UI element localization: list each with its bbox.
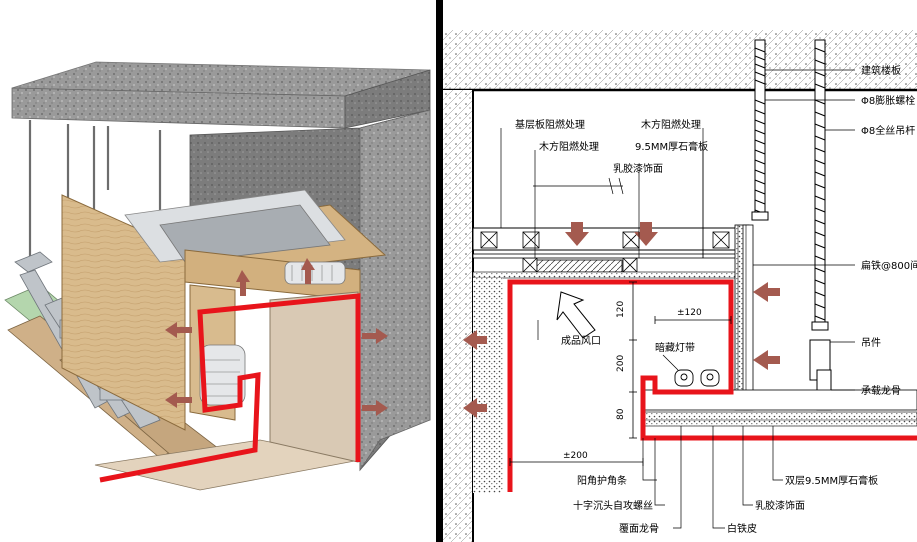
label-latex-paint-bottom: 乳胶漆饰面 [755, 499, 805, 512]
label-wood-fire-2: 木方阻燃处理 [641, 118, 701, 131]
label-expansion-bolt: Φ8膨胀螺栓 [861, 94, 915, 107]
pressure-arrows [463, 222, 780, 418]
base-board-layer [472, 253, 744, 259]
dim-pm120: ±120 [677, 308, 702, 318]
label-corner-strip: 阳角护角条 [577, 474, 627, 487]
label-building-slab: 建筑楼板 [861, 64, 901, 77]
air-outlet-arrow [556, 291, 596, 339]
concrete-wall-face [359, 109, 431, 472]
dotted-gypsum-top [472, 271, 744, 279]
bottom-gypsum-layer [642, 411, 917, 427]
slab-section [443, 30, 917, 90]
label-threaded-rod: Φ8全丝吊杆 [861, 124, 915, 137]
label-hanger: 吊件 [861, 337, 881, 349]
section-view: 基层板阻燃处理 木方阻燃处理 木方阻燃处理 9.5MM厚石膏板 乳胶漆饰面 成品… [443, 30, 917, 542]
threaded-rods [751, 39, 829, 331]
dim-80: 80 [616, 408, 626, 420]
label-base-board-fire: 基层板阻燃处理 [515, 118, 585, 131]
label-wood-fire: 木方阻燃处理 [539, 140, 599, 153]
dim-200: 200 [616, 355, 626, 372]
dim-pm200: ±200 [563, 451, 588, 461]
gypsum-front-board [269, 291, 359, 463]
vertical-studs [742, 224, 754, 411]
label-flat-iron: 扁铁@800间距 [861, 259, 917, 272]
isometric-ceiling-view [4, 61, 431, 491]
label-countersunk-screw: 十字沉头自攻螺丝 [573, 499, 653, 512]
label-main-keel: 承载龙骨 [861, 384, 901, 397]
metal-gutter-inner [159, 204, 331, 263]
panel-divider [436, 0, 443, 542]
dim-120: 120 [616, 301, 626, 318]
ceiling-profile-outline [99, 293, 361, 483]
hidden-light-fixtures [674, 369, 720, 387]
label-hidden-light: 暗藏灯带 [655, 341, 695, 354]
section-profile-outline [507, 279, 917, 492]
diagonal-layer [536, 259, 623, 273]
label-gypsum-95: 9.5MM厚石膏板 [635, 140, 708, 153]
label-latex-paint: 乳胶漆饰面 [613, 162, 663, 175]
leader-lines [500, 69, 855, 529]
wood-batten-row [472, 227, 744, 251]
label-double-gypsum: 双层9.5MM厚石膏板 [785, 474, 878, 487]
dotted-wall-layer [473, 278, 503, 493]
label-cover-keel: 覆面龙骨 [619, 522, 659, 535]
label-white-iron: 白铁皮 [727, 522, 757, 535]
air-diffuser [199, 261, 346, 406]
airflow-arrows [165, 258, 388, 416]
label-air-outlet: 成品风口 [561, 335, 601, 347]
wall-section [443, 90, 473, 542]
